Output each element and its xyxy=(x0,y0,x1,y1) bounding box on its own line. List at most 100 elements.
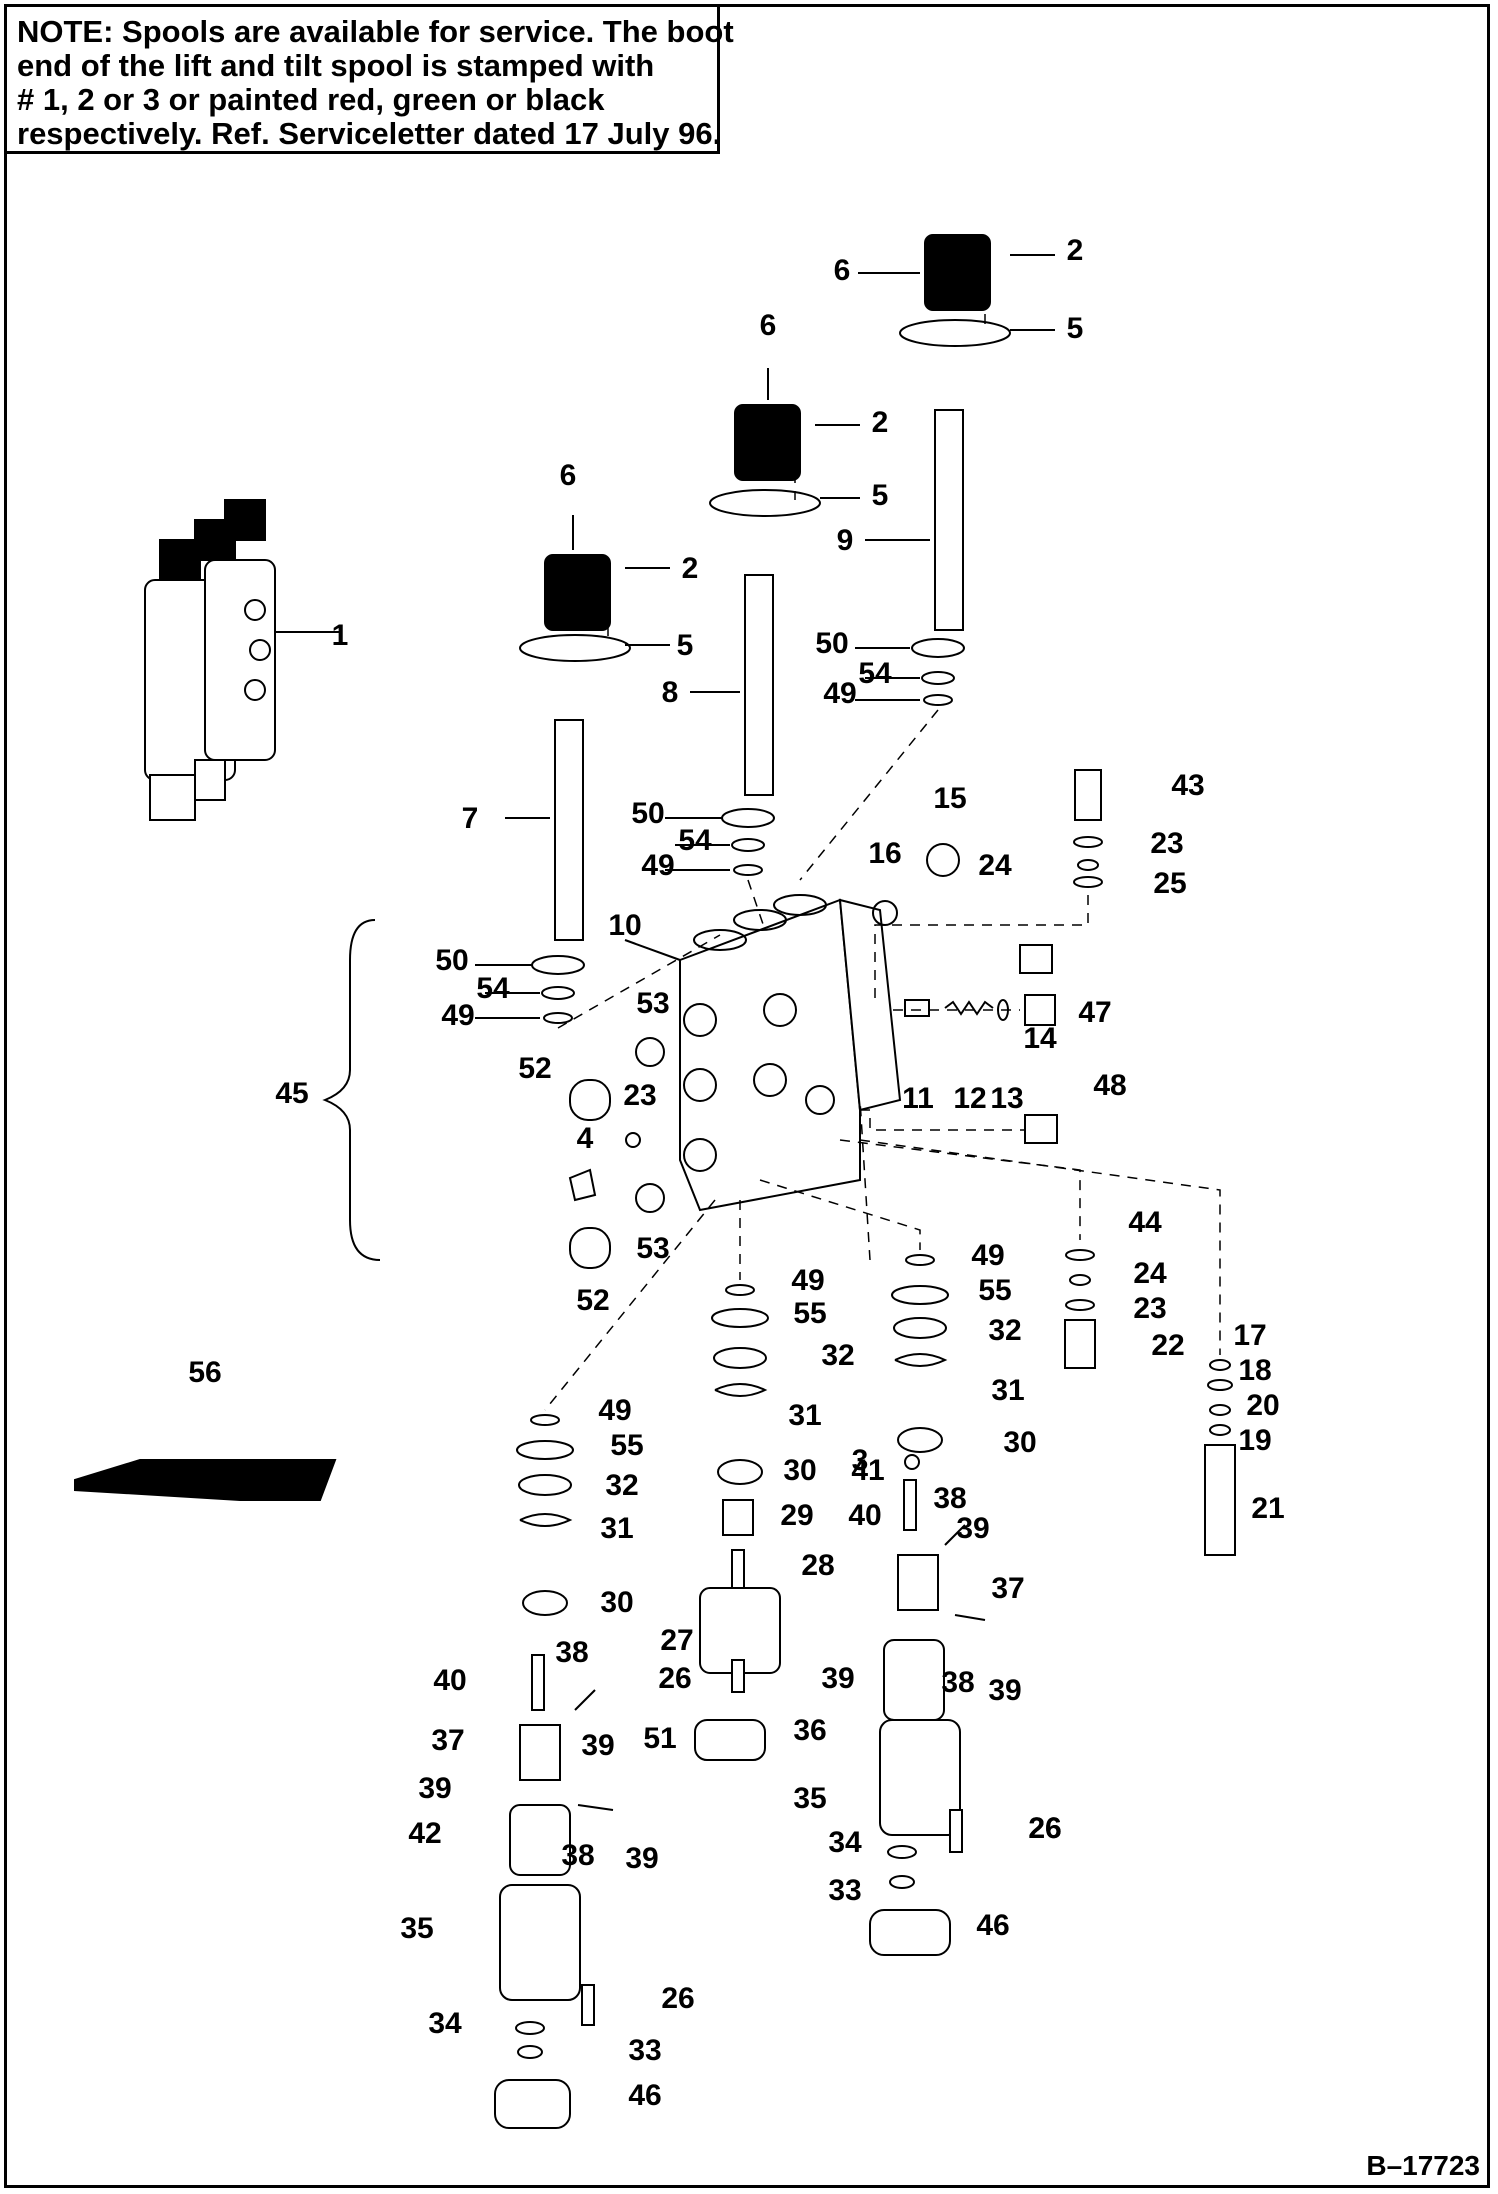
callout-35: 35 xyxy=(400,1912,433,1945)
item-56-shape xyxy=(74,1459,337,1501)
callout-26: 26 xyxy=(1028,1812,1061,1845)
callout-53: 53 xyxy=(636,1232,669,1265)
callout-5: 5 xyxy=(677,629,694,662)
callout-46: 46 xyxy=(976,1909,1009,1942)
callout-31: 31 xyxy=(991,1374,1024,1407)
callout-14: 14 xyxy=(1023,1022,1057,1055)
callout-32: 32 xyxy=(605,1469,638,1502)
plate-middle xyxy=(709,489,821,517)
callout-9: 9 xyxy=(837,524,854,557)
boot-right xyxy=(924,234,991,311)
callout-55: 55 xyxy=(978,1274,1011,1307)
callout-2: 2 xyxy=(872,406,889,439)
callout-46: 46 xyxy=(628,2079,661,2112)
callout-50: 50 xyxy=(631,797,664,830)
callout-18: 18 xyxy=(1238,1354,1271,1387)
spool-7 xyxy=(554,719,584,941)
callout-38: 38 xyxy=(933,1482,966,1515)
boot-left xyxy=(544,554,611,631)
parts-drawing xyxy=(74,234,1236,2129)
callout-34: 34 xyxy=(428,2007,462,2040)
callout-51: 51 xyxy=(643,1722,676,1755)
callout-11: 11 xyxy=(902,1082,934,1115)
callout-39: 39 xyxy=(418,1772,451,1805)
callout-42: 42 xyxy=(408,1817,441,1850)
service-note: NOTE: Spools are available for service. … xyxy=(4,4,734,154)
callout-39: 39 xyxy=(821,1662,854,1695)
boot-middle xyxy=(734,404,801,481)
callout-54: 54 xyxy=(476,972,510,1005)
callout-22: 22 xyxy=(1151,1329,1184,1362)
callout-7: 7 xyxy=(462,802,479,835)
callout-50: 50 xyxy=(815,627,848,660)
callout-49: 49 xyxy=(598,1394,631,1427)
callout-48: 48 xyxy=(1093,1069,1126,1102)
note-line: respectively. Ref. Serviceletter dated 1… xyxy=(17,116,722,151)
callout-45: 45 xyxy=(275,1077,308,1110)
callout-10: 10 xyxy=(608,909,641,942)
callout-39: 39 xyxy=(988,1674,1021,1707)
callout-26: 26 xyxy=(658,1662,691,1695)
callout-8: 8 xyxy=(662,676,679,709)
callout-34: 34 xyxy=(828,1826,862,1859)
callout-54: 54 xyxy=(678,824,712,857)
callout-49: 49 xyxy=(791,1264,824,1297)
callout-54: 54 xyxy=(858,657,892,690)
callout-26: 26 xyxy=(661,1982,694,2015)
callout-24: 24 xyxy=(978,849,1012,882)
spool-8 xyxy=(744,574,774,796)
callout-56: 56 xyxy=(188,1356,221,1389)
callout-6: 6 xyxy=(560,459,577,492)
callout-55: 55 xyxy=(793,1297,826,1330)
callout-55: 55 xyxy=(610,1429,643,1462)
callout-33: 33 xyxy=(828,1874,861,1907)
callout-38: 38 xyxy=(555,1636,588,1669)
callout-37: 37 xyxy=(991,1572,1024,1605)
callout-15: 15 xyxy=(933,782,966,815)
callout-38: 38 xyxy=(941,1666,974,1699)
callout-2: 2 xyxy=(682,552,699,585)
valve-assembly-thumbnail xyxy=(144,499,276,821)
callout-6: 6 xyxy=(760,309,777,342)
callout-33: 33 xyxy=(628,2034,661,2067)
callout-53: 53 xyxy=(636,987,669,1020)
callout-32: 32 xyxy=(821,1339,854,1372)
callout-5: 5 xyxy=(872,479,889,512)
callout-39: 39 xyxy=(581,1729,614,1762)
note-line: end of the lift and tilt spool is stampe… xyxy=(17,48,655,83)
reference-code: B–17723 xyxy=(1366,2150,1480,2181)
callout-26: 26 xyxy=(1028,1812,1061,1845)
spool-9 xyxy=(934,409,964,631)
plate-right xyxy=(899,319,1011,347)
callout-29: 29 xyxy=(780,1499,813,1532)
callout-4: 4 xyxy=(577,1122,594,1155)
callout-50: 50 xyxy=(435,944,468,977)
callout-20: 20 xyxy=(1246,1389,1279,1422)
valve-body xyxy=(679,894,902,1212)
callout-49: 49 xyxy=(441,999,474,1032)
note-line: NOTE: Spools are available for service. … xyxy=(17,14,734,49)
callout-39: 39 xyxy=(956,1512,989,1545)
callout-35: 35 xyxy=(793,1782,826,1815)
callout-1: 1 xyxy=(332,619,349,652)
callout-41: 41 xyxy=(851,1454,884,1487)
callout-44: 44 xyxy=(1128,1206,1162,1239)
callout-3: 3 xyxy=(852,1444,869,1477)
callout-39: 39 xyxy=(625,1842,658,1875)
callout-16: 16 xyxy=(868,837,901,870)
callout-31: 31 xyxy=(788,1399,821,1432)
callout-23: 23 xyxy=(1133,1292,1166,1325)
callout-47: 47 xyxy=(1078,996,1111,1029)
callout-27: 27 xyxy=(660,1624,693,1657)
callout-30: 30 xyxy=(600,1586,633,1619)
callout-32: 32 xyxy=(988,1314,1021,1347)
callout-30: 30 xyxy=(783,1454,816,1487)
callout-49: 49 xyxy=(823,677,856,710)
callout-19: 19 xyxy=(1238,1424,1271,1457)
callout-2: 2 xyxy=(1067,234,1084,267)
callout-37: 37 xyxy=(431,1724,464,1757)
callout-31: 31 xyxy=(600,1512,633,1545)
callout-36: 36 xyxy=(793,1714,826,1747)
callout-13: 13 xyxy=(990,1082,1023,1115)
callout-40: 40 xyxy=(848,1499,881,1532)
